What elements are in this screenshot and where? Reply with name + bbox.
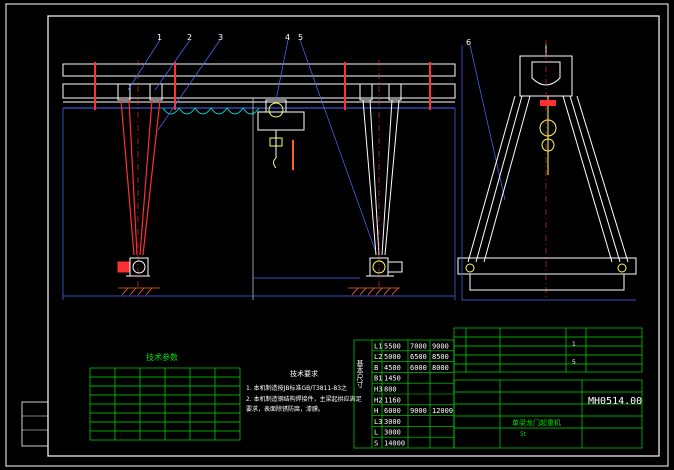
dimension-cell-v1: 14000 <box>384 440 405 448</box>
leg-connectors <box>117 83 402 101</box>
notes-item-2: 2. 本机制造钢结构焊接件，主梁起拱应满足 <box>246 395 362 403</box>
spec-table-title: 技术参数 <box>146 352 178 362</box>
dimension-cell-code: H <box>374 407 378 415</box>
title-name: 单梁龙门起重机 <box>512 418 561 427</box>
dimension-cell-v3: 9000 <box>432 342 449 350</box>
callout-6: 6 <box>466 38 471 47</box>
ground-hatch <box>118 287 400 296</box>
dimension-cell-v3: 8000 <box>432 364 449 372</box>
callout-2: 2 <box>187 33 192 42</box>
dimension-cell-code: B1 <box>374 375 382 383</box>
callout-5: 5 <box>298 33 303 42</box>
dimension-cell-v3: 8500 <box>432 353 449 361</box>
notes-title: 技术要求 <box>290 369 318 378</box>
title-block: MH0514.00 单梁龙门起重机 5t 1 5 <box>453 327 643 449</box>
drawing-number: MH0514.00 <box>588 396 642 407</box>
left-leg <box>120 99 161 256</box>
dimension-side-label: 基本尺寸 <box>356 359 364 388</box>
dimension-cell-v1: 3000 <box>384 429 401 437</box>
side-hoist <box>539 96 557 175</box>
dimension-cell-v1: 3000 <box>384 418 401 426</box>
girder-end-markers <box>94 62 431 110</box>
front-dimension-lines <box>62 108 456 300</box>
scale-a: 1 <box>572 341 576 348</box>
notes-item-3: 要求，表面除锈防腐，漆膜。 <box>246 405 324 413</box>
right-end-truck <box>366 257 403 277</box>
dimension-cell-code: B <box>374 364 378 372</box>
dimension-cell-v1: 1160 <box>384 396 401 404</box>
centerlines <box>137 60 380 290</box>
dimension-cell-v3: 12000 <box>432 407 453 415</box>
spec-table: 技术参数 <box>89 352 241 441</box>
callout-4: 4 <box>285 33 290 42</box>
side-dimension-lines <box>461 45 636 301</box>
dimension-cell-v1: 6000 <box>384 407 401 415</box>
dimension-cell-code: L2 <box>374 353 382 361</box>
side-legs <box>467 95 629 263</box>
dimension-cell-v2: 7000 <box>410 342 427 350</box>
dimension-cell-v2: 6500 <box>410 353 427 361</box>
callout-3: 3 <box>218 33 223 42</box>
right-leg <box>362 99 400 256</box>
technical-notes: 技术要求 1. 本机制造按JB标准GB/T3811-83之 2. 本机制造钢结构… <box>246 369 362 413</box>
dimension-cell-v2: 6000 <box>410 364 427 372</box>
side-base <box>457 257 637 291</box>
dimension-cell-code: H3 <box>374 386 382 394</box>
dimension-cell-v1: 5000 <box>384 353 401 361</box>
electric-hoist <box>257 99 305 169</box>
dimension-cell-v1: 800 <box>384 386 397 394</box>
front-elevation <box>62 60 456 300</box>
festoon-cable <box>162 107 260 115</box>
side-elevation <box>457 40 637 301</box>
hoist-marker <box>540 100 556 106</box>
dimension-cell-code: L <box>374 429 378 437</box>
dimension-cell-v1: 4500 <box>384 364 401 372</box>
dimension-cell-code: L1 <box>374 342 382 350</box>
left-end-truck <box>117 257 150 277</box>
dimension-cell-v1: 1450 <box>384 375 401 383</box>
notes-item-1: 1. 本机制造按JB标准GB/T3811-83之 <box>246 384 347 392</box>
dimension-cell-code: S <box>374 440 378 448</box>
drawing-frame <box>5 3 669 467</box>
callout-labels: 1 2 3 4 5 6 <box>157 33 471 47</box>
title-sub: 5t <box>520 431 527 438</box>
main-girder <box>62 63 456 109</box>
callout-leaders <box>127 39 506 251</box>
dimension-cell-v2: 9000 <box>410 407 427 415</box>
scale-b: 5 <box>572 359 576 366</box>
callout-1: 1 <box>157 33 162 42</box>
dimension-cell-v1: 5500 <box>384 342 401 350</box>
dimension-cell-code: H2 <box>374 396 382 404</box>
dimension-cell-code: L3 <box>374 418 382 426</box>
